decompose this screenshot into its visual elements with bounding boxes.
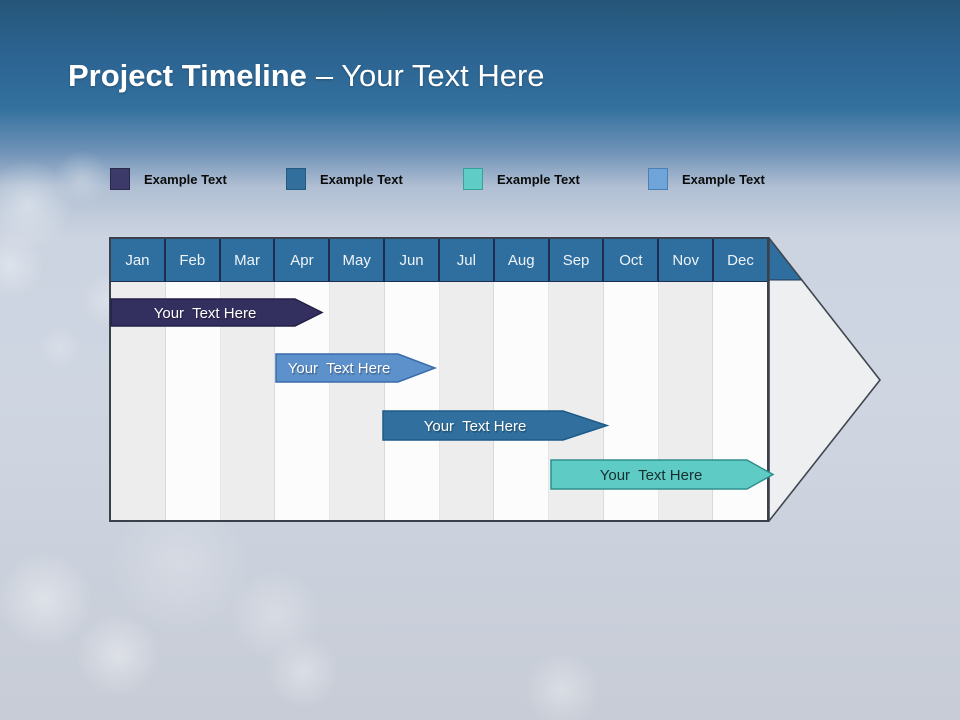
- title-subtitle: – Your Text Here: [315, 58, 545, 93]
- month-cell-jun[interactable]: Jun: [385, 239, 440, 281]
- month-cell-oct[interactable]: Oct: [604, 239, 660, 281]
- bar-label: Your Text Here: [600, 467, 703, 484]
- month-cell-nov[interactable]: Nov: [659, 239, 715, 281]
- timeline-bar-4[interactable]: Your Text Here: [550, 459, 775, 491]
- body-column-may: [330, 282, 385, 520]
- legend-swatch-icon: [110, 168, 130, 190]
- slide-title[interactable]: Project Timeline– Your Text Here: [68, 58, 545, 94]
- timeline-arrowhead: [769, 237, 882, 523]
- month-cell-sep[interactable]: Sep: [550, 239, 605, 281]
- bar-shape: [275, 353, 438, 383]
- arrowhead-fill: [769, 238, 880, 521]
- month-cell-aug[interactable]: Aug: [495, 239, 550, 281]
- body-column-jun: [384, 282, 440, 520]
- legend-item-4[interactable]: Example Text: [648, 167, 765, 191]
- timeline-bar-1[interactable]: Your Text Here: [110, 298, 324, 328]
- month-cell-may[interactable]: May: [330, 239, 386, 281]
- title-main: Project Timeline: [68, 58, 307, 93]
- legend-swatch-icon: [286, 168, 306, 190]
- legend-label: Example Text: [682, 171, 765, 187]
- legend-item-3[interactable]: Example Text: [463, 167, 580, 191]
- legend-swatch-icon: [648, 168, 668, 190]
- month-cell-mar[interactable]: Mar: [221, 239, 276, 281]
- legend-swatch-icon: [463, 168, 483, 190]
- timeline-bar-2[interactable]: Your Text Here: [275, 353, 438, 384]
- legend-label: Example Text: [497, 171, 580, 187]
- bar-shape: [382, 410, 610, 441]
- body-column-aug: [494, 282, 549, 520]
- bar-label: Your Text Here: [154, 305, 257, 322]
- month-cell-jul[interactable]: Jul: [440, 239, 495, 281]
- legend-label: Example Text: [320, 171, 403, 187]
- bar-shape: [550, 459, 775, 490]
- legend-item-2[interactable]: Example Text: [286, 167, 403, 191]
- bar-label: Your Text Here: [424, 418, 527, 435]
- month-cell-jan[interactable]: Jan: [111, 239, 166, 281]
- month-cell-feb[interactable]: Feb: [166, 239, 221, 281]
- bar-shape: [110, 298, 324, 327]
- bar-label: Your Text Here: [288, 360, 391, 377]
- legend-label: Example Text: [144, 171, 227, 187]
- timeline-bar-3[interactable]: Your Text Here: [382, 410, 610, 442]
- month-cell-dec[interactable]: Dec: [727, 251, 754, 269]
- arrowhead-outline: [769, 237, 882, 523]
- legend-item-1[interactable]: Example Text: [110, 167, 227, 191]
- month-cell-apr[interactable]: Apr: [275, 239, 331, 281]
- body-column-jul: [439, 282, 495, 520]
